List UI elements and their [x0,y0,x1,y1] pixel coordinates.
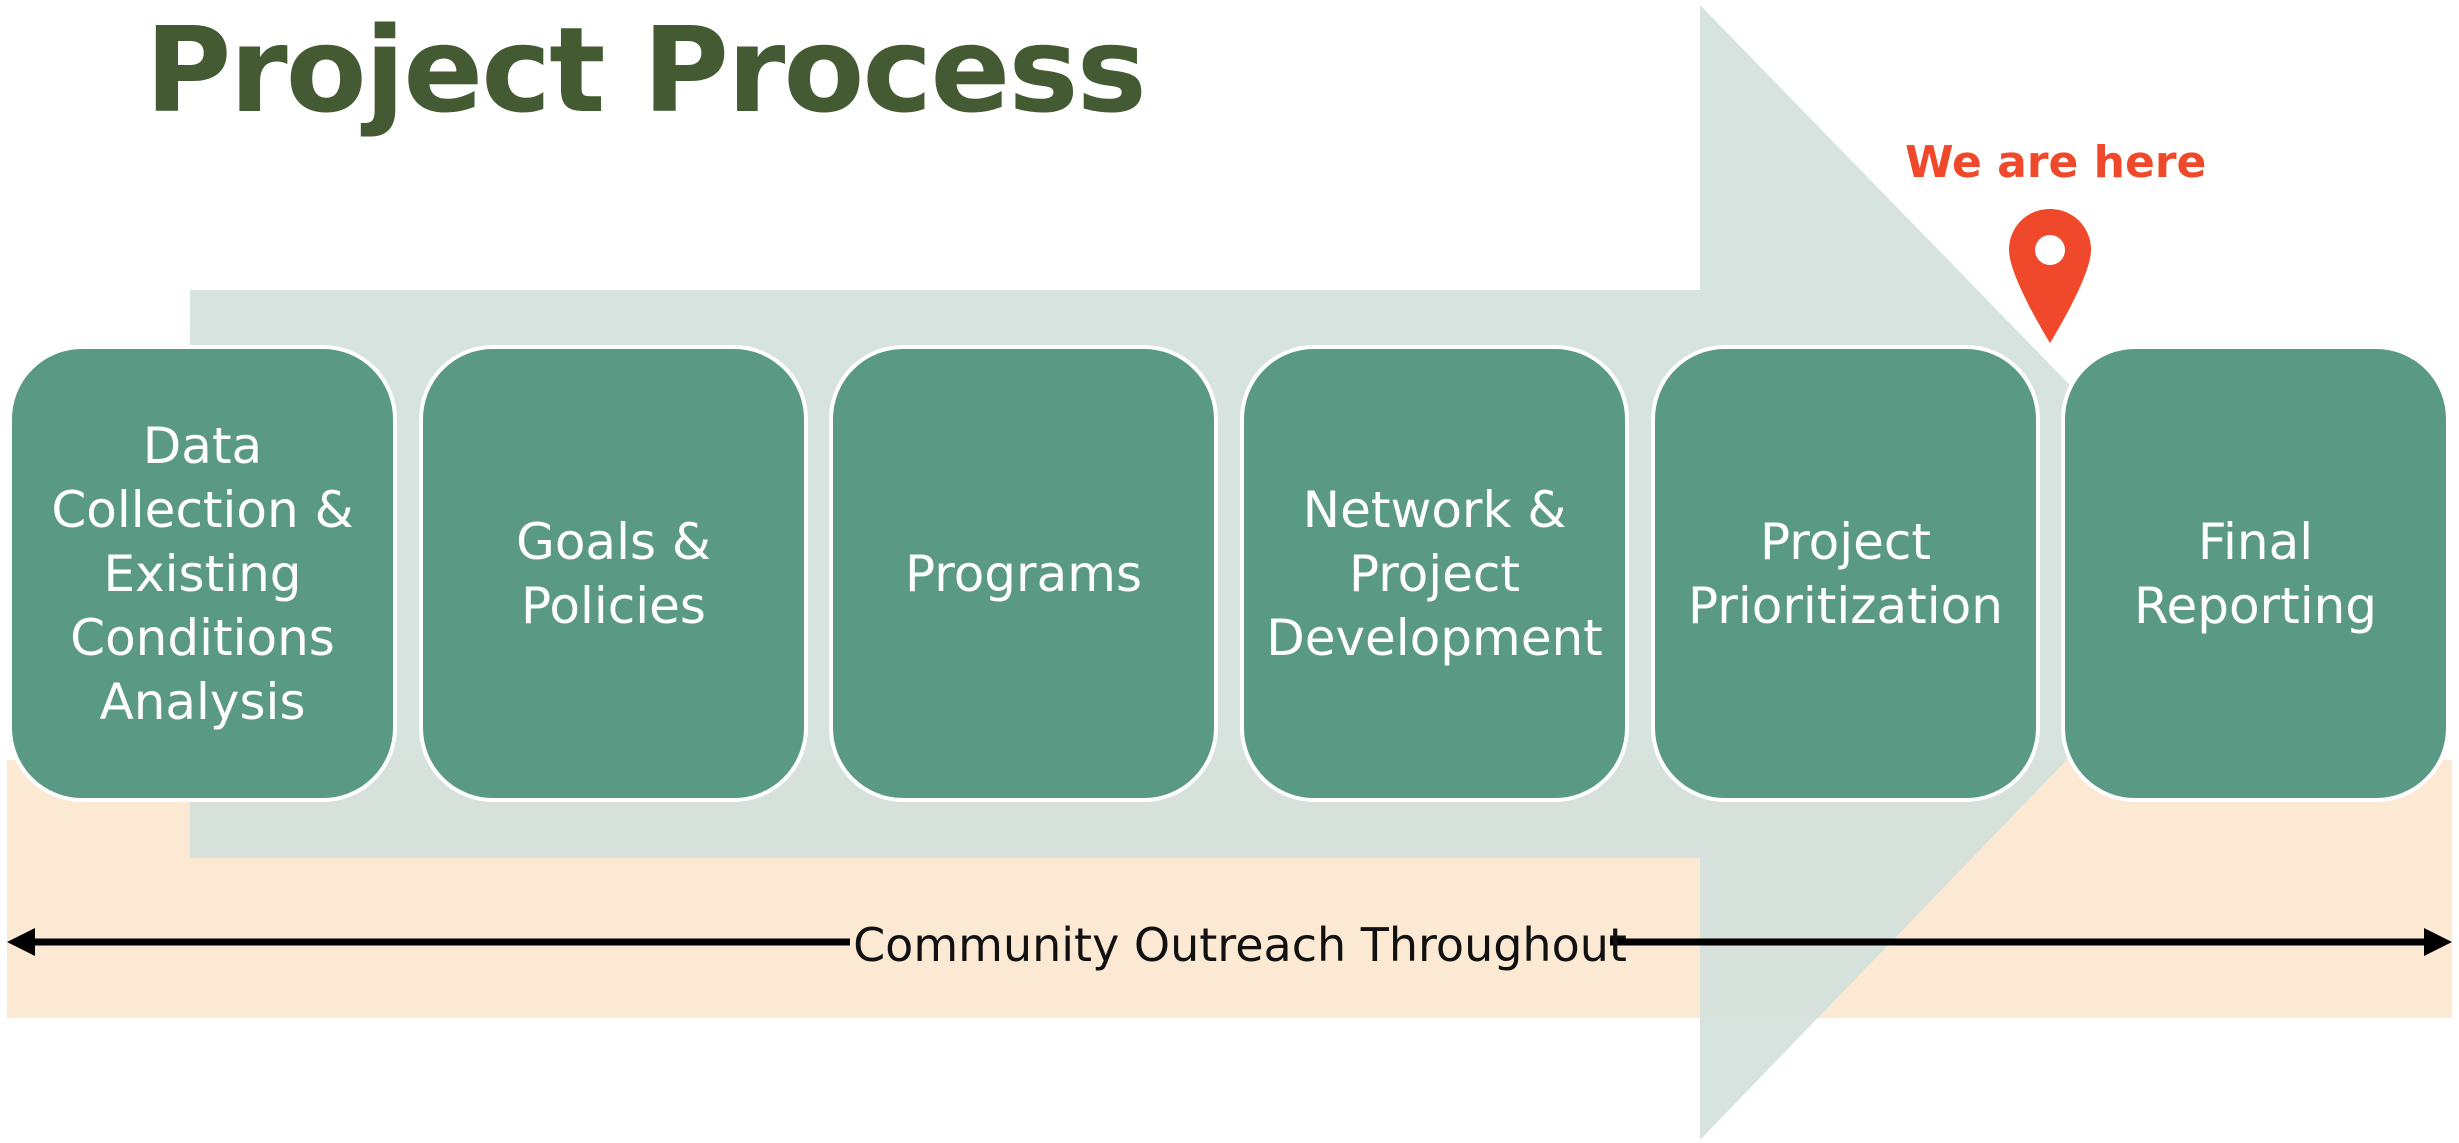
step-project-prioritization[interactable]: Project Prioritization [1651,345,2040,802]
outreach-label: Community Outreach Throughout [853,918,1627,972]
step-label: Programs [904,544,1142,603]
right-arrowhead [2424,928,2452,956]
step-label: Goals & Policies [516,512,711,635]
step-programs[interactable]: Programs [829,345,1218,802]
location-pin-icon [2009,209,2091,343]
step-network-project-development[interactable]: Network & Project Development [1240,345,1629,802]
we-are-here-label: We are here [1905,137,2207,188]
step-final-reporting[interactable]: Final Reporting [2061,345,2450,802]
step-label: Project Prioritization [1688,512,2003,635]
step-label: Data Collection & Existing Conditions An… [51,416,354,731]
step-goals-policies[interactable]: Goals & Policies [419,345,808,802]
page-title: Project Process [145,1,1147,139]
step-label: Final Reporting [2133,512,2378,635]
step-data-collection[interactable]: Data Collection & Existing Conditions An… [8,345,397,802]
left-arrowhead [7,928,35,956]
step-label: Network & Project Development [1266,480,1603,667]
